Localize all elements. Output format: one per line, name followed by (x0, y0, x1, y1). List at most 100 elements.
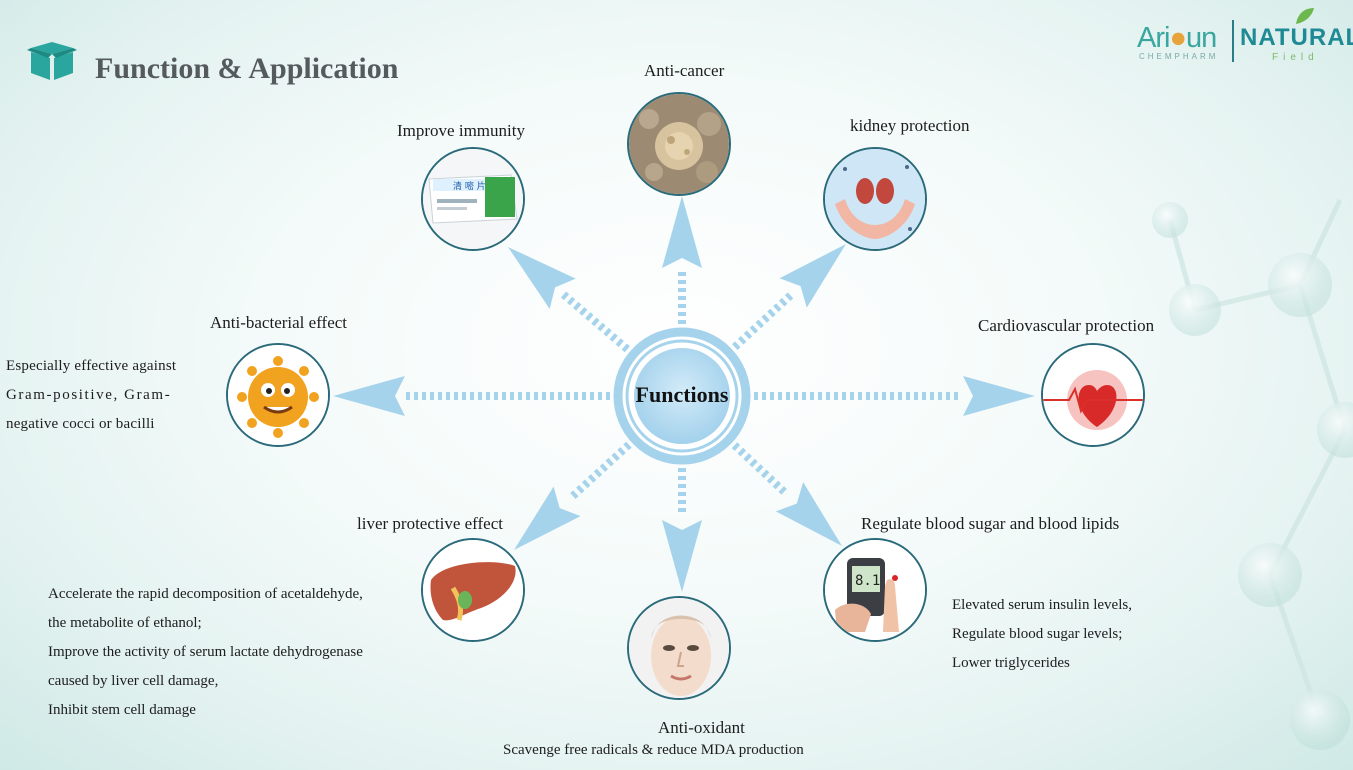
arrow-shaft-dash (767, 308, 776, 318)
arrow-shaft-dash (611, 452, 620, 462)
arrow-shaft-dash (591, 317, 600, 327)
node-anti-bacterial (226, 343, 330, 447)
arrow-shaft-dash (743, 330, 753, 340)
svg-text:8.1: 8.1 (855, 573, 880, 589)
label-anti-oxidant: Anti-oxidant (658, 718, 745, 737)
arrow-shaft-dash (749, 458, 758, 468)
desc-line: Inhibit stem cell damage (48, 702, 196, 718)
arrow-anti-oxidant (662, 468, 702, 592)
label-cardiovascular: Cardiovascular protection (978, 316, 1155, 335)
desc-anti-bacterial: Especially effective against Gram-positi… (6, 352, 176, 439)
arrow-group (333, 196, 1035, 592)
arrow-liver (514, 441, 632, 550)
arrow-shaft-dash (615, 338, 624, 348)
arrow-shaft-dash (597, 322, 606, 332)
arrow-cardio (754, 376, 1035, 416)
desc-line: Accelerate the rapid decomposition of ac… (48, 586, 363, 602)
arrow-shaft-dash (737, 335, 747, 345)
desc-line: Improve the activity of serum lactate de… (48, 644, 363, 660)
node-liver (421, 538, 525, 642)
arrow-shaft-dash (760, 469, 770, 479)
arrow-shaft-dash (732, 341, 741, 350)
arrow-shaft-dash (731, 442, 741, 451)
arrow-shaft-dash (581, 479, 591, 489)
arrow-shaft-dash (755, 464, 764, 473)
label-improve-immunity: Improve immunity (397, 121, 525, 140)
cancer-cell-icon (629, 94, 729, 194)
leaf-icon (1296, 8, 1314, 24)
arrow-shaft-dash (772, 480, 782, 490)
arrow-shaft-dash (599, 463, 609, 472)
germ-icon (228, 345, 328, 445)
logo-divider (1232, 20, 1234, 62)
arrow-shaft-dash (749, 325, 759, 334)
desc-blood-sugar: Elevated serum insulin levels, Regulate … (952, 591, 1132, 678)
node-anti-cancer (627, 92, 731, 196)
arrow-head (662, 196, 702, 268)
logo-brand-right: NATURAL (1240, 24, 1353, 51)
desc-line: Elevated serum insulin levels, (952, 597, 1132, 613)
liver-icon (423, 540, 523, 640)
arrow-anti-cancer (662, 196, 702, 324)
arrow-head (963, 376, 1035, 416)
arrow-head (333, 376, 405, 416)
arrow-shaft-dash (570, 490, 579, 499)
hub-core (634, 348, 730, 444)
node-improve-immunity: 清 嘧 片 (421, 147, 525, 251)
arrow-shaft-dash (573, 301, 582, 311)
label-blood-sugar: Regulate blood sugar and blood lipids (861, 514, 1120, 533)
node-anti-oxidant (627, 596, 731, 700)
glucose-meter-icon: 8.1 (825, 540, 925, 640)
node-cardiovascular (1041, 343, 1145, 447)
arrow-immunity (508, 247, 630, 353)
arrow-kidney (732, 244, 846, 350)
arrow-shaft-dash (755, 319, 764, 329)
arrow-shaft-dash (766, 475, 776, 484)
arrow-shaft-dash (585, 312, 594, 321)
svg-text:清 嘧 片: 清 嘧 片 (453, 180, 486, 192)
label-liver: liver protective effect (357, 514, 503, 533)
arrow-shaft-dash (743, 453, 752, 462)
label-anti-cancer: Anti-cancer (644, 61, 725, 80)
arrow-shaft-dash (617, 447, 626, 456)
arrow-shaft-dash (576, 484, 585, 494)
arrow-shaft-dash (587, 474, 597, 483)
desc-line: Scavenge free radicals & reduce MDA prod… (503, 742, 804, 758)
label-anti-bacterial: Anti-bacterial effect (210, 313, 348, 332)
hub-label: Functions (635, 382, 729, 407)
desc-line: Gram-positive, Gram- (6, 387, 172, 403)
arrow-head (775, 482, 842, 546)
desc-line: Regulate blood sugar levels; (952, 626, 1123, 642)
arrow-head (508, 247, 576, 310)
arrow-shaft-dash (579, 307, 588, 316)
face-icon (629, 598, 729, 698)
logo-brand-sub: CHEMPHARM (1139, 52, 1219, 61)
desc-line: Lower triglycerides (952, 655, 1070, 671)
desc-line: the metabolite of ethanol; (48, 615, 202, 631)
desc-line: Especially effective against (6, 358, 177, 374)
desc-line: caused by liver cell damage, (48, 673, 219, 689)
arrow-shaft-dash (566, 296, 576, 306)
arrow-bacterial (333, 376, 610, 416)
node-blood-sugar: 8.1 (823, 538, 927, 642)
desc-anti-oxidant: Scavenge free radicals & reduce MDA prod… (503, 738, 804, 762)
label-kidney-protection: kidney protection (850, 116, 970, 135)
arrow-shaft-dash (593, 468, 603, 478)
medicine-box-icon: 清 嘧 片 (423, 149, 523, 249)
heart-icon (1043, 345, 1143, 445)
molecule-decoration (1152, 198, 1353, 750)
desc-liver: Accelerate the rapid decomposition of ac… (48, 580, 363, 725)
arrow-head (779, 244, 846, 308)
arrow-shaft-dash (603, 327, 612, 337)
arrow-shaft-dash (560, 291, 570, 301)
arrow-shaft-dash (621, 343, 630, 353)
logo-brand-right-sub: Field (1272, 52, 1319, 63)
arrow-shaft-dash (761, 314, 770, 323)
arrow-shaft-dash (605, 457, 614, 467)
desc-line: negative cocci or bacilli (6, 416, 155, 432)
arrow-head (514, 486, 581, 550)
box-icon (27, 42, 77, 80)
arrow-shaft-dash (784, 292, 794, 302)
arrow-blood-sugar (731, 442, 842, 546)
